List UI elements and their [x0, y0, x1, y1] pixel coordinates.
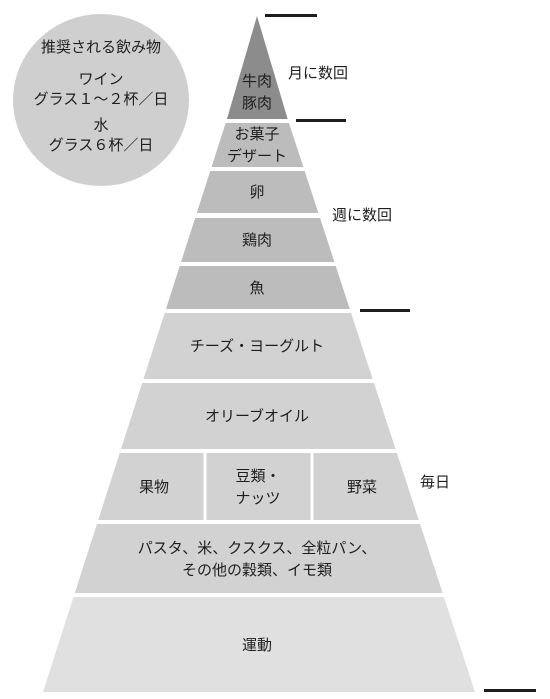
drinks-title: 推奨される飲み物: [40, 38, 161, 56]
frequency-daily: 毎日: [420, 473, 451, 491]
pyramid-tier: [74, 524, 443, 593]
drink-item-wine: ワイン グラス１～２杯／日: [13, 69, 189, 109]
pyramid-tier: [211, 123, 304, 167]
tier-segment-label: 果物: [138, 477, 170, 496]
drink-item-water: 水 グラス６杯／日: [13, 115, 189, 155]
divider-bottom: [484, 689, 536, 692]
segment-divider: [203, 453, 207, 520]
divider-weekly-daily: [360, 309, 410, 312]
drink-name: 水: [93, 116, 109, 134]
frequency-monthly: 月に数回: [288, 64, 349, 82]
segment-divider: [310, 453, 314, 520]
tier-label: お菓子 デザート: [226, 125, 288, 165]
pyramid-tier: [98, 453, 419, 520]
divider-monthly-weekly: [296, 119, 346, 122]
tier-segment-label: 野菜: [346, 477, 378, 496]
pyramid-tier: [196, 171, 319, 213]
tier-label: 鶏肉: [241, 231, 273, 249]
tier-label: 牛肉 豚肉: [241, 72, 273, 112]
pyramid-tier: [226, 16, 288, 119]
drink-amount: グラス１～２杯／日: [33, 90, 169, 108]
frequency-weekly: 週に数回: [332, 206, 393, 224]
tier-label: オリーブオイル: [204, 407, 310, 425]
pyramid-tier: [121, 383, 396, 449]
drink-amount: グラス６杯／日: [48, 136, 154, 154]
pyramid-tier: [43, 597, 475, 692]
tier-label: パスタ、米、クスクス、全粒パン、 その他の穀類、イモ類: [137, 538, 377, 579]
tier-label: 魚: [249, 278, 265, 297]
pyramid-tier: [143, 313, 373, 379]
tier-label: 運動: [241, 635, 273, 654]
tier-label: チーズ・ヨーグルト: [189, 337, 325, 355]
tier-segment-label: 豆類・ ナッツ: [235, 466, 281, 507]
divider-top: [265, 14, 317, 17]
tier-label: 卵: [249, 183, 265, 201]
recommended-drinks-circle: 推奨される飲み物 ワイン グラス１～２杯／日 水 グラス６杯／日: [13, 14, 189, 186]
drink-name: ワイン: [78, 70, 124, 88]
pyramid-tier: [181, 218, 335, 262]
pyramid-tier: [165, 266, 350, 309]
